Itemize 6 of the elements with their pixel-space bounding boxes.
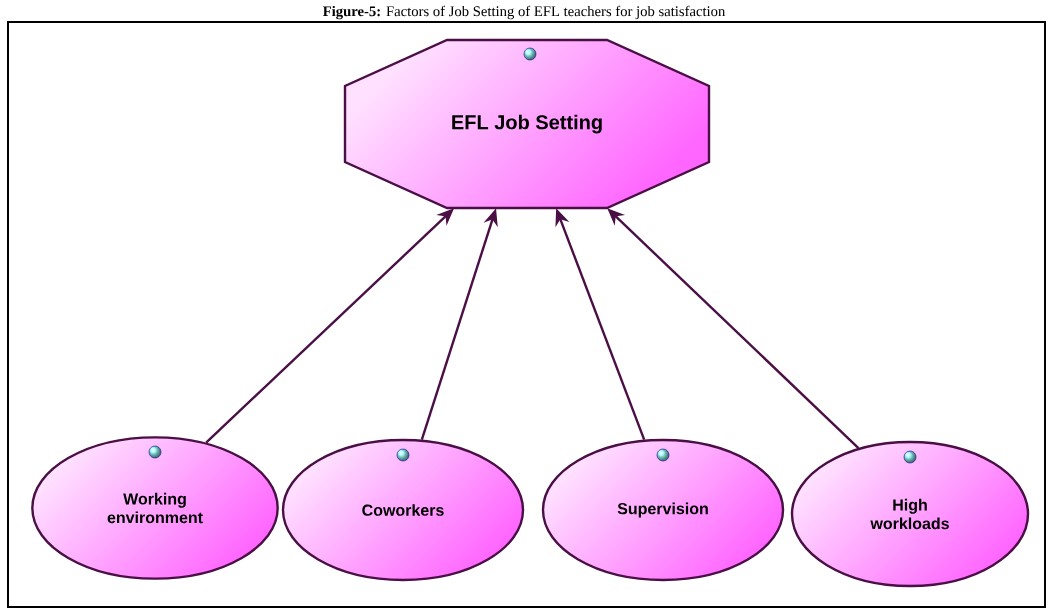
ellipse-node: Working environment — [31, 436, 279, 580]
ellipse-node: Coworkers — [281, 438, 525, 582]
ellipse-node: High workloads — [790, 440, 1030, 588]
octagon-node: EFL Job Setting — [343, 38, 711, 210]
figure-title: Figure-5: Factors of Job Setting of EFL teachers for job satisfaction — [323, 5, 726, 20]
ellipse-node: Supervision — [541, 438, 785, 582]
